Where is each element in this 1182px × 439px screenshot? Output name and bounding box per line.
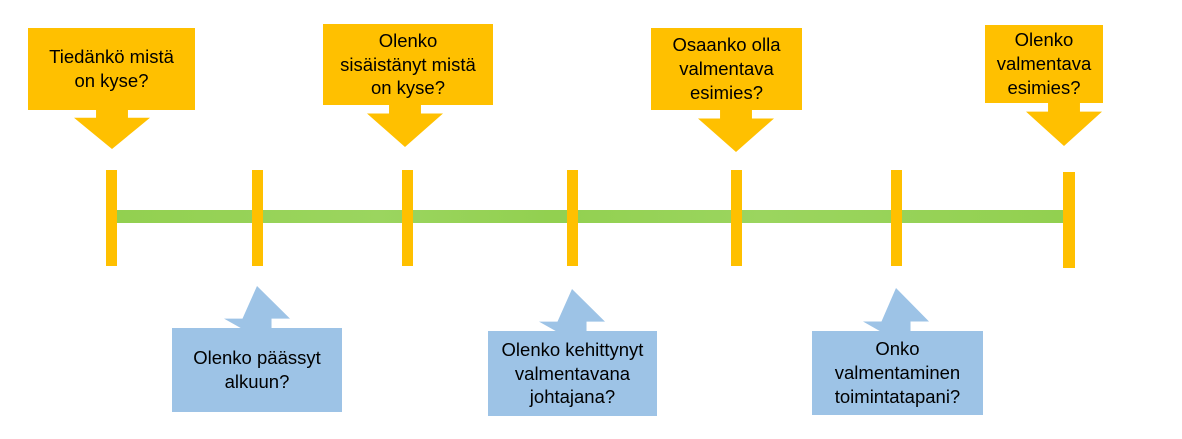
callout-bottom-3-label: Onko valmentaminen toimintatapani? xyxy=(834,338,961,407)
timeline-tick-3 xyxy=(402,170,413,266)
callout-bottom-3: Onko valmentaminen toimintatapani? xyxy=(812,331,983,415)
timeline-line xyxy=(113,210,1066,223)
down-arrow-icon xyxy=(698,109,774,152)
callout-top-4-label: Olenko valmentava esimies? xyxy=(996,29,1092,98)
up-arrow-icon xyxy=(224,286,290,329)
callout-top-2-label: Olenko sisäistänyt mistä on kyse? xyxy=(340,29,476,99)
up-arrow-icon xyxy=(863,288,929,332)
callout-top-2: Olenko sisäistänyt mistä on kyse? xyxy=(323,24,493,105)
callout-bottom-1: Olenko päässyt alkuun? xyxy=(172,328,342,412)
callout-top-4: Olenko valmentava esimies? xyxy=(985,25,1103,103)
timeline-tick-4 xyxy=(567,170,578,266)
callout-bottom-2: Olenko kehittynyt valmentavana johtajana… xyxy=(488,331,657,416)
down-arrow-icon xyxy=(1026,102,1102,146)
callout-top-1: Tiedänkö mistä on kyse? xyxy=(28,28,195,110)
callout-top-3-label: Osaanko olla valmentava esimies? xyxy=(672,34,781,103)
callout-bottom-1-label: Olenko päässyt alkuun? xyxy=(193,347,321,392)
down-arrow-icon xyxy=(367,104,443,147)
callout-top-1-label: Tiedänkö mistä on kyse? xyxy=(49,46,174,91)
timeline-tick-2 xyxy=(252,170,263,266)
up-arrow-icon xyxy=(539,289,605,332)
callout-top-3: Osaanko olla valmentava esimies? xyxy=(651,28,802,110)
timeline-tick-6 xyxy=(891,170,902,266)
timeline-tick-5 xyxy=(731,170,742,266)
callout-bottom-2-label: Olenko kehittynyt valmentavana johtajana… xyxy=(501,338,644,408)
timeline-tick-7 xyxy=(1063,172,1075,268)
timeline-tick-1 xyxy=(106,170,117,266)
down-arrow-icon xyxy=(74,109,150,149)
